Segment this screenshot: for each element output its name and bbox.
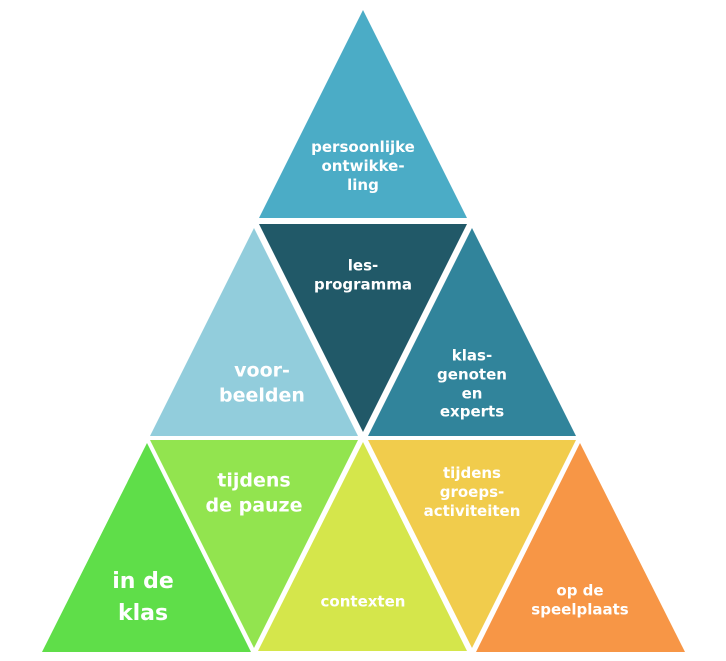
tile-tijdens-pauze bbox=[150, 440, 358, 648]
label-klasgenoten: klas- genoten en experts bbox=[437, 346, 507, 421]
label-lesprogramma: les- programma bbox=[313, 256, 413, 293]
label-contexten: contexten bbox=[320, 592, 406, 611]
tile-inde-klas bbox=[42, 443, 251, 652]
label-tijdens-pauze: tijdens de pauze bbox=[205, 469, 303, 516]
tile-klasgenoten bbox=[368, 228, 576, 436]
label-tijdens-groeps: tijdens groeps- activiteiten bbox=[423, 463, 521, 520]
label-inde-klas: in de klas bbox=[112, 569, 174, 626]
tile-voorbeelden bbox=[150, 228, 358, 436]
label-voorbeelden: voor- beelden bbox=[219, 359, 305, 406]
tile-lesprogramma bbox=[259, 224, 467, 432]
tile-op-de-speelplaats bbox=[476, 443, 685, 652]
tile-persoonlijke bbox=[259, 10, 467, 218]
label-op-de-speelplaats: op de speelplaats bbox=[531, 581, 629, 618]
tile-contexten bbox=[258, 442, 467, 651]
tile-tijdens-groeps bbox=[368, 440, 576, 648]
label-persoonlijke: persoonlijke ontwikke- ling bbox=[311, 137, 415, 194]
